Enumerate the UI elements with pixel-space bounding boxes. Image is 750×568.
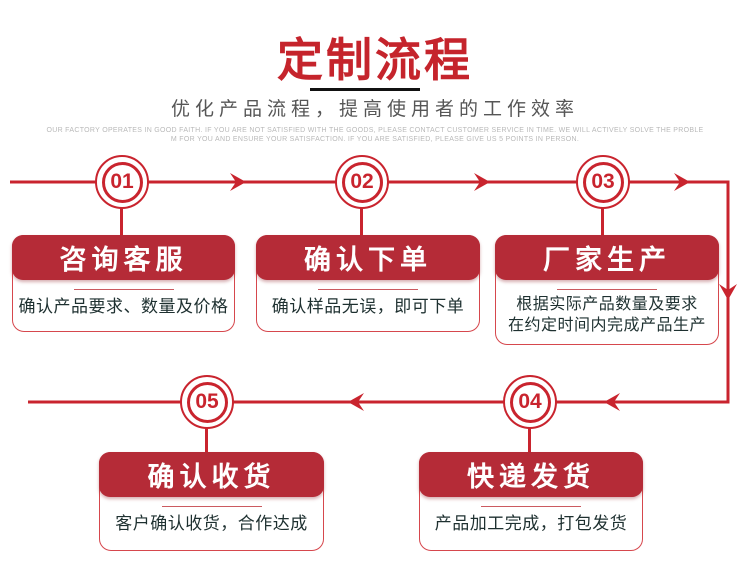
step-card-shipping: 快递发货 产品加工完成，打包发货 [419, 452, 643, 551]
title-underline [310, 88, 420, 91]
page-title: 定制流程 [277, 34, 473, 86]
step-1-title: 咨询客服 [12, 235, 235, 280]
card-separator [557, 289, 657, 290]
step-1-connector [120, 206, 123, 237]
step-3-title: 厂家生产 [495, 235, 719, 280]
arrow-left-icon [604, 393, 620, 411]
step-4-number: 04 [509, 381, 551, 423]
step-card-receipt: 确认收货 客户确认收货，合作达成 [99, 452, 324, 551]
card-separator [318, 289, 418, 290]
arrow-right-icon [474, 173, 490, 191]
step-4-title: 快递发货 [419, 452, 643, 497]
arrow-left-icon [348, 393, 364, 411]
step-card-production: 厂家生产 根据实际产品数量及要求 在约定时间内完成产品生产 [495, 235, 719, 345]
card-separator [73, 289, 174, 290]
description-line-2: M FOR YOU AND ENSURE YOUR SATISFACTION. … [170, 136, 580, 143]
step-5-title: 确认收货 [99, 452, 324, 497]
step-5-number-badge: 05 [180, 375, 234, 429]
arrow-right-icon [230, 173, 246, 191]
step-3-number-badge: 03 [576, 155, 630, 209]
description-line-1: OUR FACTORY OPERATES IN GOOD FAITH. IF Y… [46, 127, 704, 134]
step-1-number: 01 [101, 161, 143, 203]
step-3-number: 03 [582, 161, 624, 203]
step-card-order: 确认下单 确认样品无误，即可下单 [256, 235, 480, 332]
step-5-connector [205, 426, 208, 454]
step-4-connector [528, 426, 531, 454]
arrow-down-icon [719, 284, 737, 300]
step-2-connector [360, 206, 363, 237]
step-4-number-badge: 04 [503, 375, 557, 429]
step-4-description: 产品加工完成，打包发货 [434, 514, 628, 533]
step-1-description: 确认产品要求、数量及价格 [18, 297, 229, 316]
step-2-description: 确认样品无误，即可下单 [271, 297, 465, 316]
step-3-description: 根据实际产品数量及要求 在约定时间内完成产品生产 [507, 296, 706, 334]
step-2-title: 确认下单 [256, 235, 480, 280]
arrow-right-icon [674, 173, 690, 191]
step-2-number: 02 [341, 161, 383, 203]
step-card-consult: 咨询客服 确认产品要求、数量及价格 [12, 235, 235, 332]
step-5-number: 05 [186, 381, 228, 423]
step-1-number-badge: 01 [95, 155, 149, 209]
card-separator [161, 506, 262, 507]
step-3-connector [601, 206, 604, 237]
page-subtitle: 优化产品流程，提高使用者的工作效率 [170, 99, 579, 120]
step-2-number-badge: 02 [335, 155, 389, 209]
card-separator [481, 506, 581, 507]
page-description: OUR FACTORY OPERATES IN GOOD FAITH. IF Y… [0, 126, 750, 144]
step-5-description: 客户确认收货，合作达成 [115, 514, 308, 533]
